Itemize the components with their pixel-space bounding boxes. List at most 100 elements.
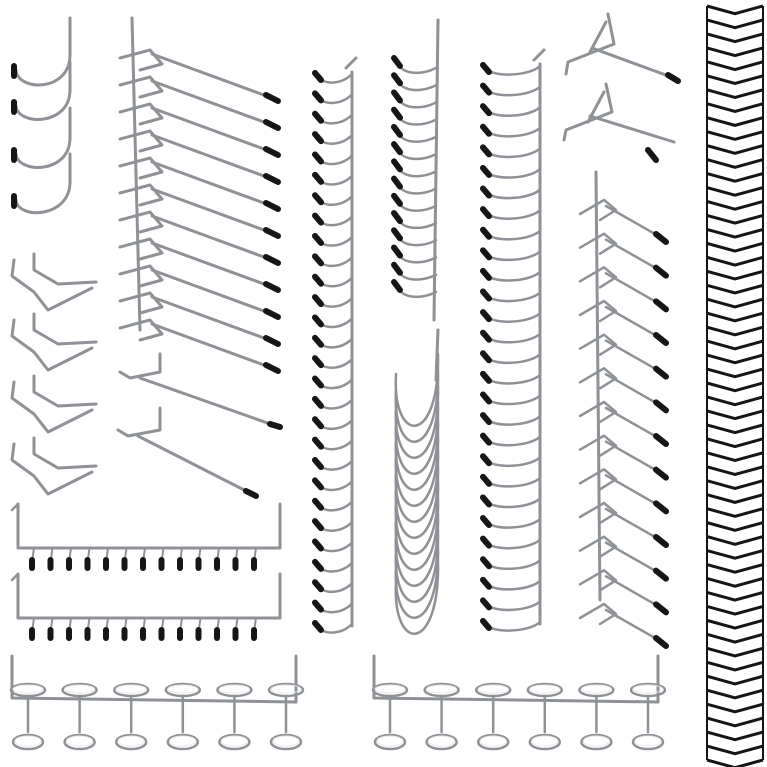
hook-cap <box>312 131 324 145</box>
hook-cap <box>263 308 281 320</box>
medium-hook <box>391 244 438 264</box>
bar-frame <box>16 572 282 620</box>
angled-hook <box>578 198 669 245</box>
t-hook-group <box>562 12 681 163</box>
medium-hook <box>391 55 438 75</box>
hook-cap <box>263 254 281 266</box>
hook-cap <box>391 123 403 138</box>
hook-cap <box>653 534 669 548</box>
hook-cap <box>480 103 492 117</box>
hook-bend <box>578 468 618 491</box>
hook-arm <box>150 133 274 181</box>
angled-hook <box>578 266 669 313</box>
ring-bottom <box>528 733 562 751</box>
hook-cap <box>480 247 492 261</box>
dense-hook <box>312 314 354 329</box>
hook-cap <box>480 267 492 281</box>
hook-cap <box>391 210 403 225</box>
hook-cap <box>653 466 669 481</box>
medium-hook <box>391 72 438 92</box>
ring-bottom-highlight <box>14 735 42 747</box>
ring-bottom <box>476 733 510 751</box>
j-hook-group <box>11 16 72 215</box>
hook-cap <box>263 200 281 212</box>
dense-hook <box>312 110 354 125</box>
dense-hook <box>312 151 354 166</box>
medium-hook <box>391 158 438 178</box>
hook-cap <box>391 192 403 207</box>
hook-cap <box>312 558 324 572</box>
hook-bend <box>578 400 618 424</box>
hook-cap <box>391 141 403 156</box>
hook-cap <box>312 314 324 328</box>
ring-bottom-highlight <box>220 735 248 747</box>
hook-arm <box>150 52 274 100</box>
ring-bottom <box>373 733 407 751</box>
hook-arm <box>150 214 274 262</box>
t-hook <box>564 12 681 84</box>
hook-arm <box>604 575 664 610</box>
hook-wire <box>32 312 98 346</box>
hook-arm <box>604 339 664 374</box>
prong-bar <box>10 502 282 571</box>
ring-top-highlight <box>270 684 302 694</box>
angled-hook <box>578 232 669 279</box>
ring-bottom <box>269 733 303 751</box>
hook-cap <box>480 618 492 631</box>
medium-hook <box>391 210 438 230</box>
hook-cap <box>312 416 324 430</box>
hook-cap <box>480 309 492 323</box>
hook-arm <box>604 474 664 509</box>
hook-cap <box>391 55 403 69</box>
hook-arm <box>150 322 274 370</box>
hook-cap <box>391 89 403 104</box>
hook-cap <box>480 350 492 364</box>
dense-hook <box>480 597 542 612</box>
hook-wire <box>32 374 98 408</box>
bar-frame <box>10 654 298 704</box>
dense-hook <box>480 370 542 385</box>
ring-bottom <box>631 733 665 751</box>
hook-cap <box>480 288 492 302</box>
hook-cap <box>263 119 281 131</box>
hook-arm <box>604 272 664 307</box>
dense-hook <box>480 226 542 241</box>
long-l-hook <box>118 102 281 158</box>
hook-cap <box>653 567 669 582</box>
hook-cap <box>653 298 669 313</box>
hook-arm <box>604 507 664 543</box>
hook-cap <box>312 232 324 246</box>
small-l-hook-group <box>116 352 283 499</box>
medium-hook <box>391 106 438 126</box>
angled-hook-column <box>578 170 669 649</box>
hook-arm <box>150 106 274 154</box>
angled-hook <box>578 367 669 414</box>
hook-wire <box>10 258 94 312</box>
hook-bend <box>578 602 618 626</box>
hook-cap <box>480 82 492 96</box>
dense-hook <box>480 412 542 426</box>
hook-cap <box>391 175 403 190</box>
hook-cap <box>312 395 324 409</box>
ring-top-highlight <box>167 684 199 694</box>
ring-top-highlight <box>12 684 44 694</box>
j-hook <box>11 16 72 87</box>
hook-cap <box>312 334 324 348</box>
dense-hook <box>312 192 354 206</box>
u-hook-group <box>394 328 440 635</box>
hook-cap <box>480 391 492 405</box>
dense-hook <box>312 518 354 532</box>
bar-tip <box>10 502 20 512</box>
ring-bottom-highlight <box>272 735 300 747</box>
ring-bottom-highlight <box>479 735 507 747</box>
ring-holder-group <box>9 654 667 751</box>
hook-cap <box>480 576 492 590</box>
ring-top-highlight <box>477 684 509 694</box>
hook-cap <box>653 433 669 447</box>
long-l-hook <box>118 210 281 266</box>
long-l-hook <box>118 129 281 185</box>
hook-cap <box>653 399 669 414</box>
zigzag-hook <box>10 374 98 434</box>
ring-bottom-highlight <box>582 735 610 747</box>
